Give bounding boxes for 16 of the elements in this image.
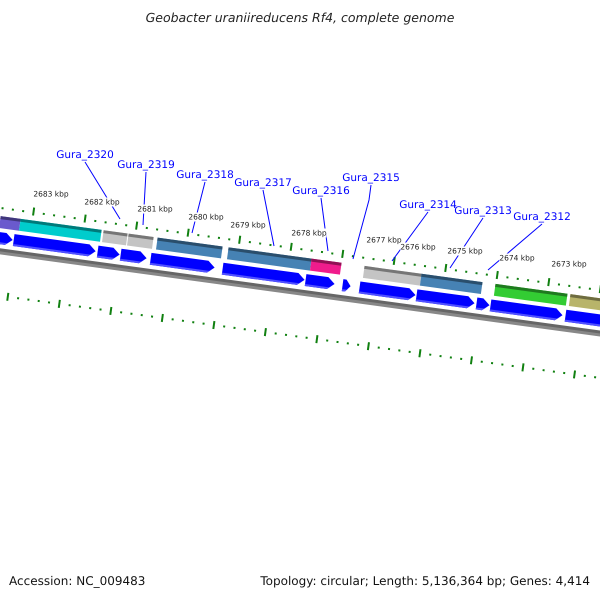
gene-label: Gura_2320 <box>56 149 114 161</box>
footer-text: Accession: NC_009483 <box>9 574 146 588</box>
gene-label: Gura_2314 <box>399 199 457 211</box>
gene-label: Gura_2317 <box>234 177 292 189</box>
leader-line <box>392 212 428 262</box>
footer-text: Topology: circular; Length: 5,136,364 bp; Genes: 4,414 <box>260 574 590 588</box>
gene-label: Gura_2319 <box>117 159 175 171</box>
gene-label: Gura_2318 <box>176 169 234 181</box>
leader-line <box>352 184 372 260</box>
leader-line <box>488 224 542 270</box>
gene-label: Gura_2312 <box>513 211 571 223</box>
gene-label: Gura_2315 <box>342 172 400 184</box>
title: Geobacter uraniireducens Rf4, complete genome <box>144 10 456 25</box>
leader-line <box>262 190 274 246</box>
leader-line <box>84 162 120 220</box>
gene-label: Gura_2316 <box>292 185 350 197</box>
